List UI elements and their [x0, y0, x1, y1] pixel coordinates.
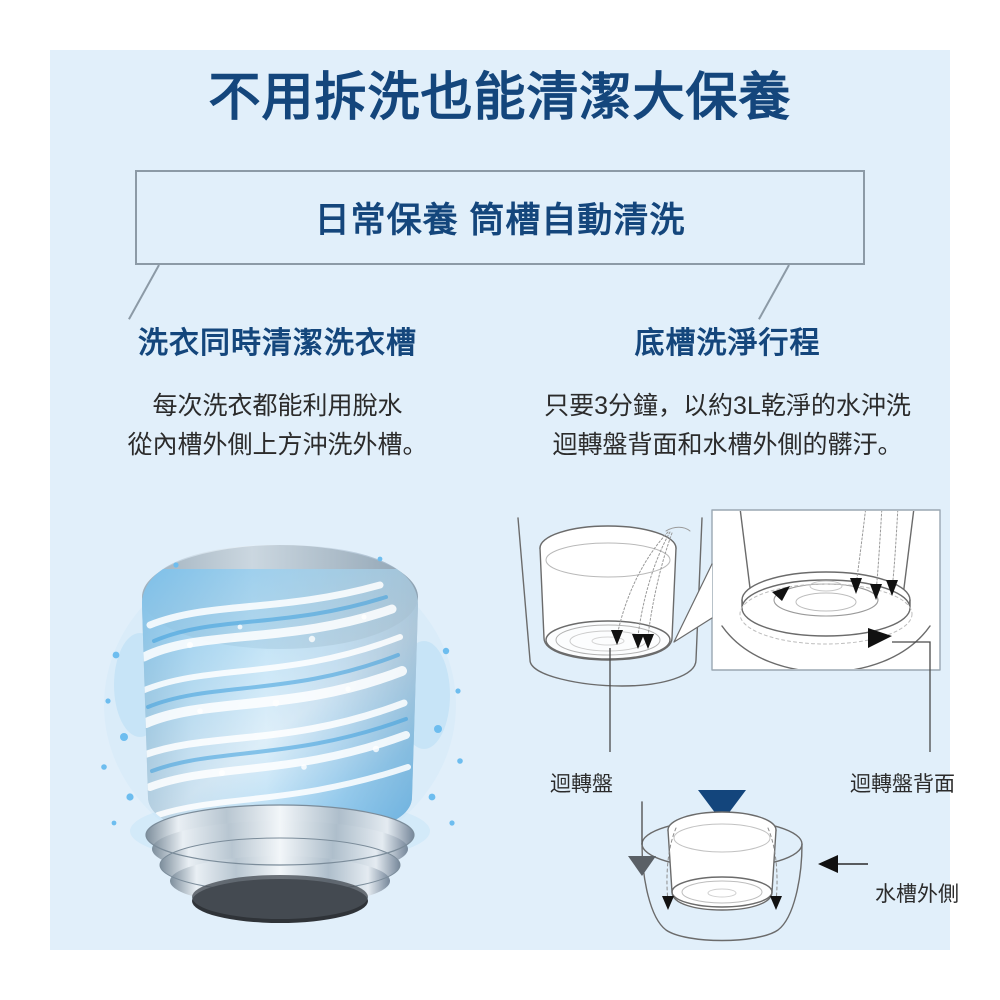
column-left-body-line-2: 從內槽外側上方沖洗外槽。 — [127, 430, 428, 459]
left-arrow-icon — [818, 855, 868, 873]
diagram-drum-overview — [517, 517, 703, 687]
flow-arrows-detail — [772, 578, 898, 648]
column-right-body-line-2: 迴轉盤背面和水槽外側的髒汙。 — [552, 430, 903, 459]
tub-cleaning-diagrams: 迴轉盤 迴轉盤背面 水槽外側 — [490, 500, 959, 950]
label-plate-back: 迴轉盤背面 — [850, 773, 955, 796]
water-sheet — [142, 569, 418, 839]
column-right-title: 底槽洗淨行程 — [634, 327, 821, 360]
flow-arrows-overview — [611, 630, 654, 649]
column-left-body-line-1: 每次洗衣都能利用脫水 — [152, 392, 403, 420]
drum-illustration — [101, 545, 463, 923]
diagram-tub-bottom — [641, 801, 803, 942]
leader-lines — [609, 641, 931, 752]
column-left-title: 洗衣同時清潔洗衣槽 — [138, 327, 417, 360]
washer-drum-photo — [80, 505, 480, 945]
flow-arrows-bottom — [628, 856, 656, 876]
leader-plate-back — [892, 641, 931, 752]
label-plate: 迴轉盤 — [550, 773, 613, 796]
label-tub-outer: 水槽外側 — [875, 883, 959, 906]
column-left: 洗衣同時清潔洗衣槽 每次洗衣都能利用脫水 從內槽外側上方沖洗外槽。 — [50, 318, 505, 465]
detail-box-content — [721, 511, 931, 669]
subtitle-label: 日常保養 筒槽自動清洗 — [314, 201, 686, 240]
connector-line-right — [758, 264, 790, 320]
subtitle-box: 日常保養 筒槽自動清洗 — [135, 170, 865, 265]
connector-line-left — [128, 264, 160, 320]
column-right-body: 只要3分鐘，以約3L乾淨的水沖洗 迴轉盤背面和水槽外側的髒汙。 — [505, 387, 950, 465]
down-triangle-icon — [698, 790, 746, 822]
page-title: 不用拆洗也能清潔大保養 — [208, 69, 792, 127]
column-left-body: 每次洗衣都能利用脫水 從內槽外側上方沖洗外槽。 — [50, 387, 505, 465]
column-right: 底槽洗淨行程 只要3分鐘，以約3L乾淨的水沖洗 迴轉盤背面和水槽外側的髒汙。 — [505, 318, 950, 465]
diagram-svg — [517, 509, 941, 942]
column-right-body-line-1: 只要3分鐘，以約3L乾淨的水沖洗 — [544, 392, 911, 420]
content-panel: 不用拆洗也能清潔大保養 日常保養 筒槽自動清洗 洗衣同時清潔洗衣槽 每次洗衣都能… — [50, 50, 959, 950]
